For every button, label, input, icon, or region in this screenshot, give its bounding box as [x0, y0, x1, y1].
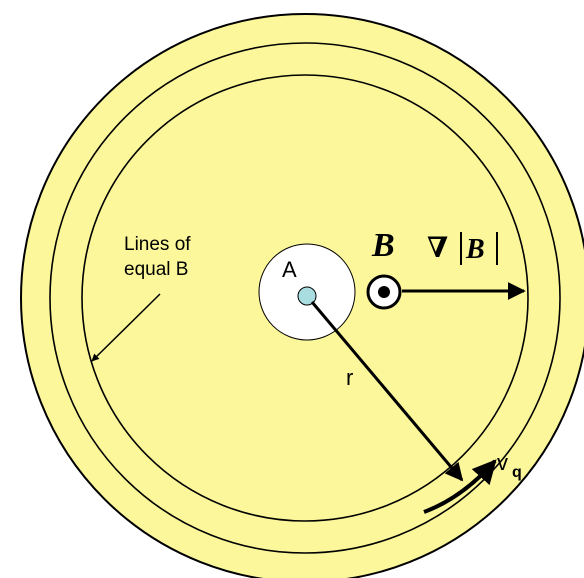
out-of-page-dot-icon — [366, 274, 402, 310]
velocity-arrow — [423, 459, 497, 514]
contour-circle-outer — [49, 42, 561, 554]
radius-label: r — [346, 365, 353, 390]
gradient-label: ∇ B — [427, 232, 498, 265]
radius-arrow — [310, 301, 464, 482]
center-dot — [297, 286, 317, 306]
contour-label-line1: Lines of — [124, 234, 191, 255]
gradient-symbol: ∇ — [427, 233, 448, 264]
gradient-field: B — [465, 234, 485, 265]
center-label: A — [282, 257, 297, 282]
velocity-symbol: v — [497, 450, 508, 475]
velocity-subscript: q — [512, 464, 522, 481]
contour-label-line2: equal B — [124, 259, 188, 280]
field-label: B — [371, 227, 395, 264]
contour-pointer-arrow — [91, 293, 161, 362]
contour-circle-inner — [81, 74, 529, 522]
